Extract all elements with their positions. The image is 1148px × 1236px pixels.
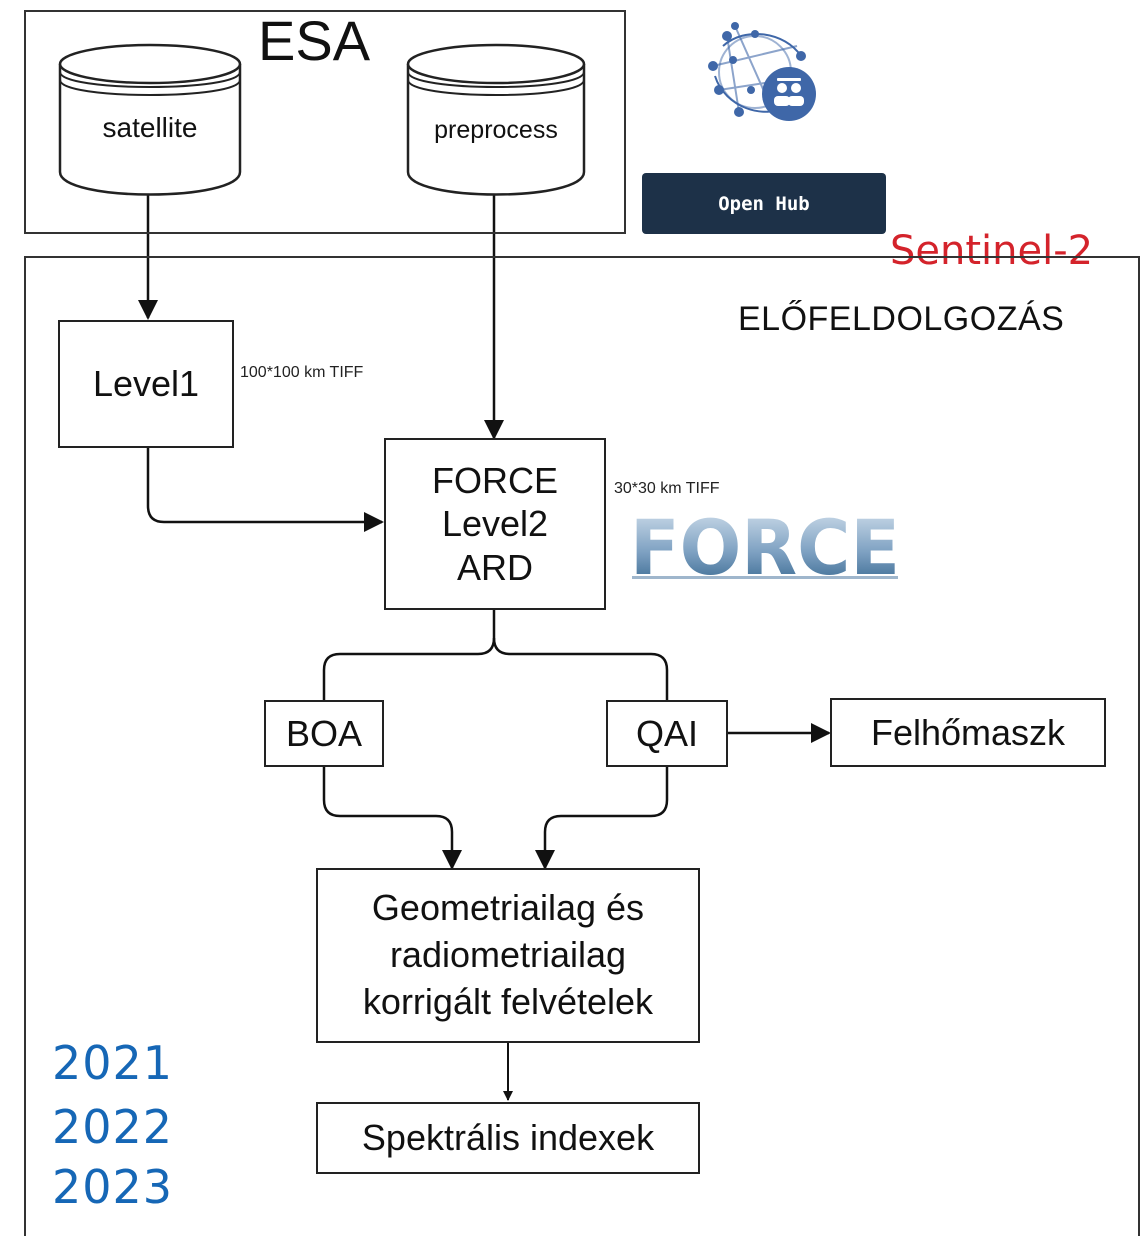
- year-2022: 2022: [52, 1100, 174, 1154]
- edge-force-split: [322, 610, 496, 700]
- spectral-indices-node: Spektrális indexek: [316, 1102, 700, 1174]
- preprocessing-title: ELŐFELDOLGOZÁS: [738, 300, 1065, 338]
- edge-level1-force: [146, 448, 384, 532]
- boa-node: BOA: [264, 700, 384, 767]
- year-2021: 2021: [52, 1036, 174, 1090]
- esa-title: ESA: [258, 9, 371, 72]
- force-logo: FORCE: [630, 503, 900, 582]
- satellite-database-icon: [58, 43, 242, 196]
- year-2023: 2023: [52, 1160, 174, 1214]
- preprocess-database-icon: [406, 43, 586, 196]
- force-level2-ard-node: FORCE Level2 ARD: [384, 438, 606, 610]
- force-tile-note: 30*30 km TIFF: [614, 480, 720, 497]
- edge-boa-corrected: [322, 767, 462, 870]
- open-hub-button[interactable]: Open Hub: [642, 173, 886, 234]
- edge-force-split-right: [492, 637, 669, 700]
- corrected-images-node: Geometriailag és radiometriailag korrigá…: [316, 868, 700, 1043]
- preprocessing-frame: [24, 256, 1140, 1236]
- network-people-icon: [708, 22, 816, 121]
- sentinel-2-label: Sentinel-2: [890, 228, 1094, 274]
- level1-tile-note: 100*100 km TIFF: [240, 364, 364, 381]
- cloud-mask-node: Felhőmaszk: [830, 698, 1106, 767]
- level1-node: Level1: [58, 320, 234, 448]
- preprocess-label: preprocess: [434, 116, 558, 144]
- edge-qai-corrected: [535, 767, 669, 870]
- satellite-label: satellite: [102, 112, 198, 143]
- esa-frame: [24, 10, 626, 234]
- qai-node: QAI: [606, 700, 728, 767]
- svg-text:FORCE: FORCE: [630, 503, 900, 582]
